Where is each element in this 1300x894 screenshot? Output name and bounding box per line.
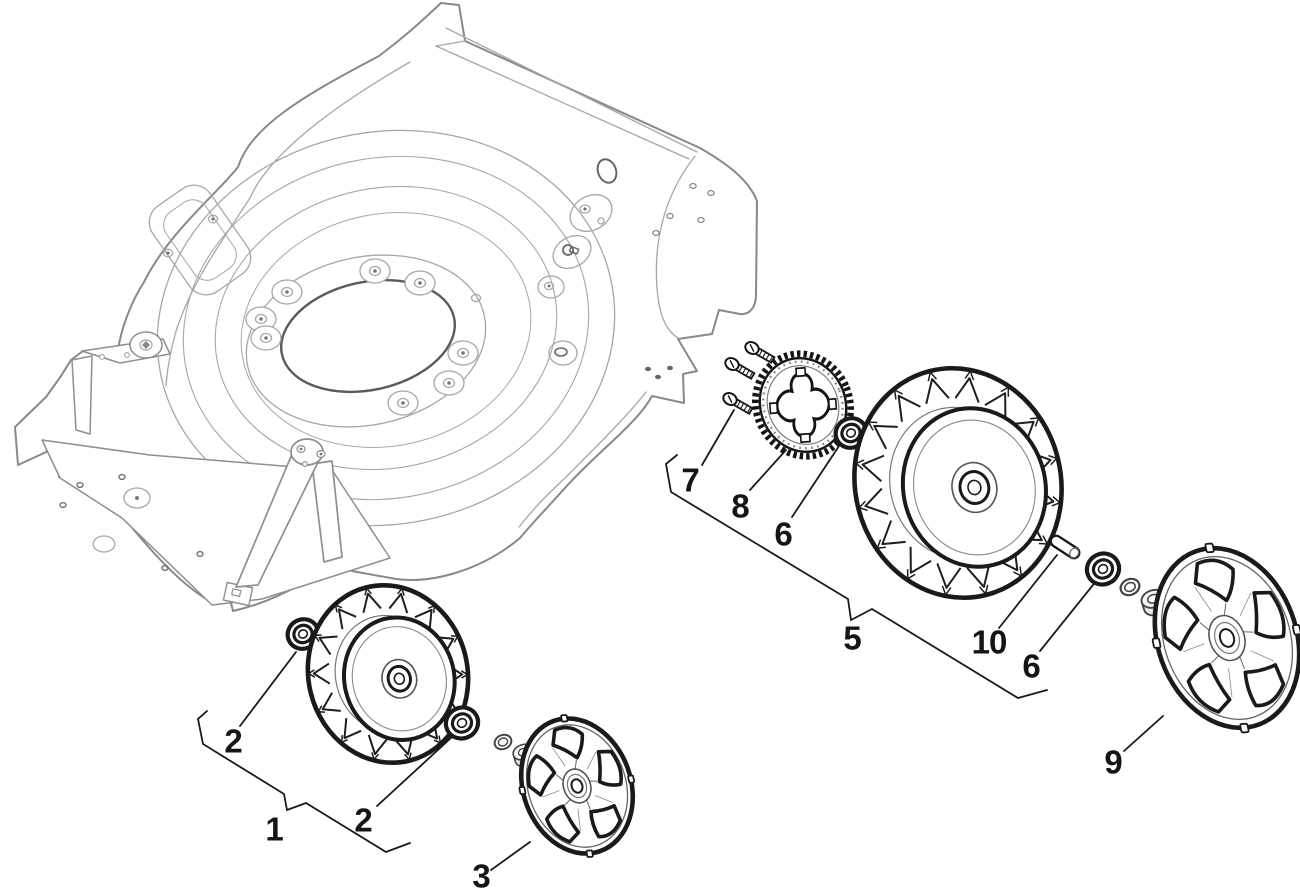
deck-bowl-arcs: [156, 129, 616, 527]
deck-right-feature-column: [537, 158, 618, 366]
right-hubcap: [1127, 523, 1300, 752]
deck-front-plate-details: [59, 473, 254, 607]
mount-bolt-2: [724, 357, 756, 381]
right-bearing: [1082, 548, 1125, 590]
axle-pin: [1049, 534, 1081, 560]
callout-leader-2a: [239, 651, 297, 727]
deck-left-pad-holes: [162, 214, 219, 258]
mount-bolt-1: [744, 341, 776, 365]
callout-leader-7: [701, 409, 735, 466]
callout-leader-2b: [376, 736, 453, 807]
mount-bolts: [722, 341, 776, 416]
right-washer: [1119, 577, 1141, 597]
drive-gear: [752, 350, 854, 460]
deck-left-wheel-bracket: [71, 331, 171, 435]
left-washer: [493, 733, 513, 751]
left-wheel: [289, 568, 487, 780]
deck-center-opening: [279, 278, 457, 394]
deck-inner-front-edge: [165, 61, 411, 387]
mount-bolt-3: [722, 392, 754, 416]
callout-leader-9: [1123, 715, 1164, 752]
left-hubcap: [500, 699, 655, 872]
deck-rear-wall-inner: [655, 155, 696, 339]
callout-leader-5: [665, 454, 1048, 699]
deck-bolt-bosses: [245, 258, 482, 416]
callout-leader-10: [998, 554, 1058, 629]
mower-deck-drawing: [14, 2, 758, 612]
callout-leader-lines: [197, 409, 1164, 871]
callout-leader-8: [749, 449, 787, 491]
callout-leader-6b: [1039, 579, 1098, 652]
deck-right-skirt-inner: [518, 391, 647, 528]
callout-leader-3: [490, 841, 531, 871]
deck-left-pad: [148, 184, 252, 296]
deck-rear-rail: [435, 27, 698, 160]
callout-leader-1: [197, 710, 411, 853]
right-wheel: [830, 346, 1085, 620]
left-inner-bearing: [441, 702, 484, 744]
deck-support-arms: [235, 438, 343, 588]
callout-leader-6a: [791, 445, 840, 518]
deck-rear-plate-holes: [645, 183, 715, 380]
